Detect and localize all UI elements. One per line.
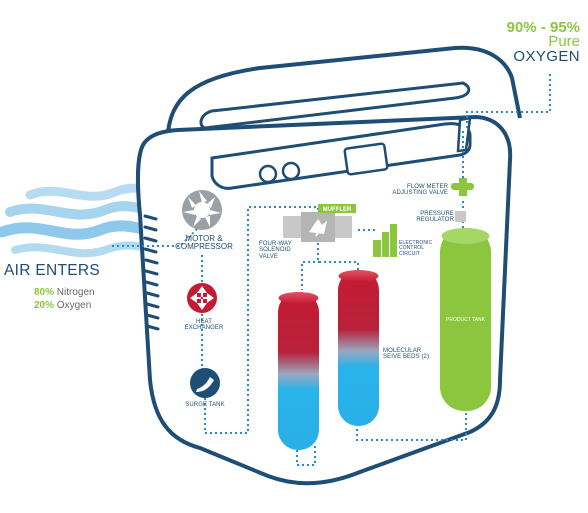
air-enters-title: AIR ENTERS bbox=[4, 262, 101, 279]
product-tank-label: PRODUCT TANK bbox=[446, 317, 485, 323]
pressure-regulator-icon bbox=[455, 211, 466, 222]
surge-tank-icon bbox=[190, 368, 220, 398]
motor-compressor-icon bbox=[182, 190, 222, 230]
flow-meter-label: FLOW METER ADJUSTING VALVE bbox=[392, 184, 448, 197]
knob-left bbox=[258, 164, 278, 184]
nitrogen-line: 80% Nitrogen bbox=[34, 287, 95, 299]
muffler-label: MUFFLER bbox=[323, 207, 352, 213]
heat-exchanger-label: HEAT EXCHANGER bbox=[184, 319, 224, 332]
flow-meter-valve-icon bbox=[451, 178, 474, 196]
intake-vent bbox=[143, 214, 160, 331]
electronic-control-label: ELECTRONIC CONTROL CIRCUIT bbox=[399, 240, 433, 257]
oxygen-percent: 20% bbox=[34, 300, 55, 311]
oxygen-purity-range: 90% - 95% bbox=[506, 19, 580, 36]
oxygen-output-label: OXYGEN bbox=[513, 48, 580, 65]
sieve-bed-right bbox=[338, 270, 379, 426]
motor-compressor-label: MOTOR & COMPRESSOR bbox=[175, 234, 233, 252]
product-tank bbox=[440, 228, 491, 411]
concentrator-housing bbox=[135, 45, 522, 486]
four-way-solenoid-valve-icon bbox=[283, 212, 352, 242]
surge-tank-label: SURGE TANK bbox=[185, 402, 225, 408]
sieve-bed-left bbox=[278, 292, 319, 450]
display-screen bbox=[343, 142, 389, 176]
oxygen-line: 20% Oxygen bbox=[34, 300, 92, 312]
oxygen-label: Oxygen bbox=[56, 300, 92, 311]
four-way-valve-label: FOUR-WAY SOLENOID VALVE bbox=[259, 241, 292, 260]
pressure-regulator-label: PRESSURE REGULATOR bbox=[416, 211, 454, 224]
pure-label: Pure bbox=[548, 33, 580, 50]
electronic-control-circuit-icon bbox=[373, 224, 397, 257]
sieve-beds-label: MOLECULAR SEIVE BEDS (2) bbox=[383, 348, 430, 361]
nitrogen-label: Nitrogen bbox=[56, 287, 95, 298]
knob-right bbox=[281, 161, 301, 181]
nitrogen-percent: 80% bbox=[34, 287, 55, 298]
heat-exchanger-icon bbox=[187, 283, 217, 313]
muffler-tag: MUFFLER bbox=[318, 204, 356, 213]
